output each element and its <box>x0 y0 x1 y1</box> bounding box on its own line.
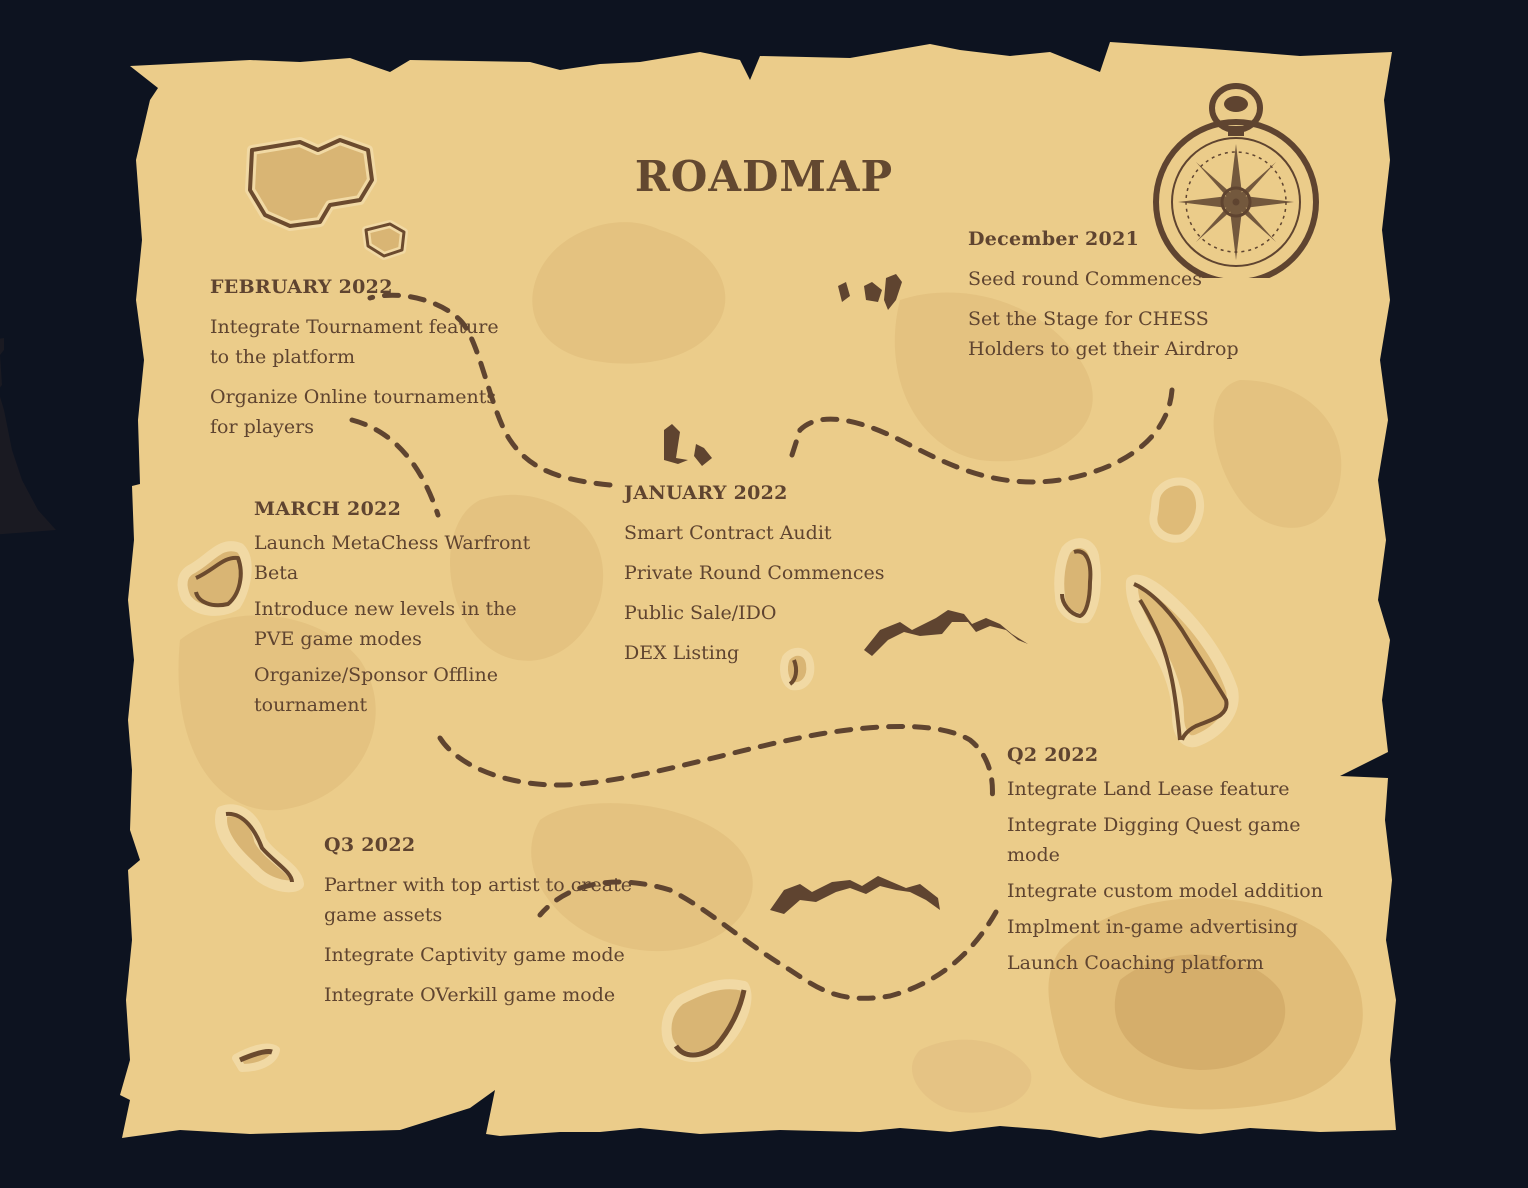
mountain-icon <box>664 274 1028 914</box>
milestone-item: Integrate OVerkill game mode <box>324 984 616 1006</box>
milestone-item: Integrate Tournament feature to the plat… <box>210 316 499 368</box>
milestone-item: Introduce new levels in the PVE game mod… <box>254 598 517 650</box>
milestone-item: Implment in-game advertising <box>1007 916 1298 938</box>
milestone-heading: Q2 2022 <box>1007 744 1099 766</box>
milestone-item: Integrate Land Lease feature <box>1007 778 1290 800</box>
milestone-item: Integrate Captivity game mode <box>324 944 625 966</box>
milestone-heading: Q3 2022 <box>324 834 416 856</box>
dashed-route <box>349 292 1175 1001</box>
milestone-item: Private Round Commences <box>624 562 885 584</box>
milestone-item: Integrate Digging Quest game mode <box>1007 814 1301 866</box>
milestone-item: Set the Stage for CHESS Holders to get t… <box>968 308 1239 360</box>
chess-pawn-icon <box>0 338 56 535</box>
parchment-background <box>120 42 1396 1138</box>
milestone-february-2022: FEBRUARY 2022 Integrate Tournament featu… <box>210 276 520 452</box>
milestone-march-2022: MARCH 2022 Launch MetaChess Warfront Bet… <box>254 498 554 726</box>
milestone-item: Seed round Commences <box>968 268 1203 290</box>
milestone-item: Launch MetaChess Warfront Beta <box>254 532 531 584</box>
milestone-item: Organize Online tournaments for players <box>210 386 497 438</box>
page-title: ROADMAP <box>634 152 894 201</box>
milestone-item: DEX Listing <box>624 642 740 664</box>
milestone-item: Launch Coaching platform <box>1007 952 1264 974</box>
milestone-q3-2022: Q3 2022 Partner with top artist to creat… <box>324 834 644 1020</box>
milestone-item: Public Sale/IDO <box>624 602 777 624</box>
milestone-item: Organize/Sponsor Offline tournament <box>254 664 498 716</box>
milestone-item: Integrate custom model addition <box>1007 880 1323 902</box>
milestone-heading: December 2021 <box>968 228 1140 250</box>
milestone-item: Smart Contract Audit <box>624 522 832 544</box>
milestone-item: Partner with top artist to create game a… <box>324 874 632 926</box>
milestone-heading: MARCH 2022 <box>254 498 402 520</box>
milestone-heading: JANUARY 2022 <box>624 482 788 504</box>
milestone-q2-2022: Q2 2022 Integrate Land Lease feature Int… <box>1007 744 1327 984</box>
milestone-january-2022: JANUARY 2022 Smart Contract Audit Privat… <box>624 482 924 678</box>
milestone-december-2021: December 2021 Seed round Commences Set t… <box>968 228 1268 374</box>
milestone-heading: FEBRUARY 2022 <box>210 276 393 298</box>
compass-icon <box>1153 83 1319 278</box>
island-icon <box>177 135 1239 1072</box>
